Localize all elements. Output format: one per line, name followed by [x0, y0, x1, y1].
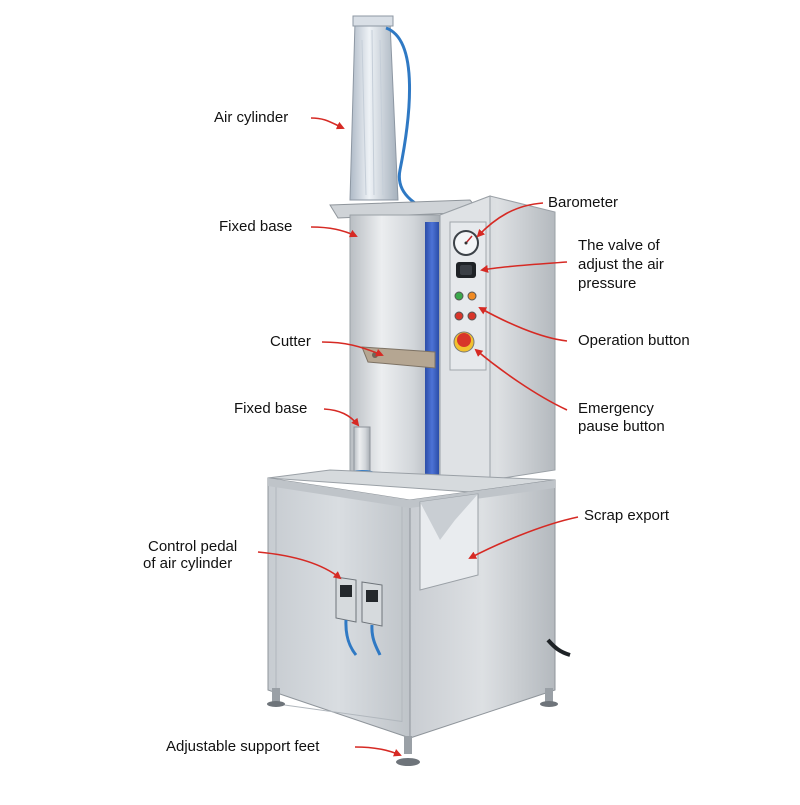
- label-emergency-2: pause button: [578, 418, 665, 435]
- arrow-air-cylinder: [310, 117, 345, 130]
- label-valve-3: pressure: [578, 275, 637, 292]
- label-operation-button: Operation button: [578, 332, 690, 349]
- arrow-feet: [354, 746, 402, 757]
- arrow-cutter: [321, 341, 384, 357]
- operation-buttons: [454, 291, 477, 321]
- control-tower: [425, 195, 556, 481]
- arrow-operation: [478, 307, 568, 342]
- label-air-cylinder: Air cylinder: [214, 109, 289, 126]
- label-control-pedal-1: Control pedal: [148, 538, 238, 555]
- label-adjustable-feet: Adjustable support feet: [166, 738, 320, 755]
- label-fixed-base-lower: Fixed base: [234, 400, 308, 417]
- red-button-left-icon[interactable]: [454, 311, 464, 321]
- label-cutter: Cutter: [270, 333, 311, 350]
- red-button-right-icon[interactable]: [467, 311, 477, 321]
- power-cable: [546, 638, 571, 657]
- callout-arrows: [257, 117, 579, 757]
- label-control-pedal-2: of air cylinder: [143, 555, 233, 572]
- arrow-scrap: [468, 516, 579, 559]
- emergency-stop-icon[interactable]: [453, 331, 475, 353]
- label-barometer: Barometer: [548, 194, 619, 211]
- green-button-icon[interactable]: [454, 291, 464, 301]
- arrow-valve: [480, 261, 568, 273]
- arrow-emergency: [474, 348, 568, 411]
- label-fixed-base-top: Fixed base: [219, 218, 293, 235]
- pressure-gauge-icon: [453, 230, 479, 256]
- label-emergency-1: Emergency: [578, 400, 654, 417]
- orange-button-icon[interactable]: [467, 291, 477, 301]
- arrow-control-pedal: [257, 551, 342, 580]
- cabinet: [267, 469, 556, 739]
- scrap-chute: [419, 493, 479, 591]
- arrow-fixed-base-lower: [323, 408, 360, 427]
- arrow-fixed-base-top: [310, 226, 358, 238]
- label-scrap-export: Scrap export: [584, 507, 670, 524]
- support-feet: [267, 688, 558, 766]
- arrow-barometer: [476, 202, 544, 238]
- label-valve-1: The valve of: [578, 237, 660, 254]
- foot-pedal-icon[interactable]: [335, 576, 383, 656]
- valve-knob-icon[interactable]: [456, 262, 476, 278]
- air-cylinder: [349, 15, 399, 201]
- label-valve-2: adjust the air: [578, 256, 664, 273]
